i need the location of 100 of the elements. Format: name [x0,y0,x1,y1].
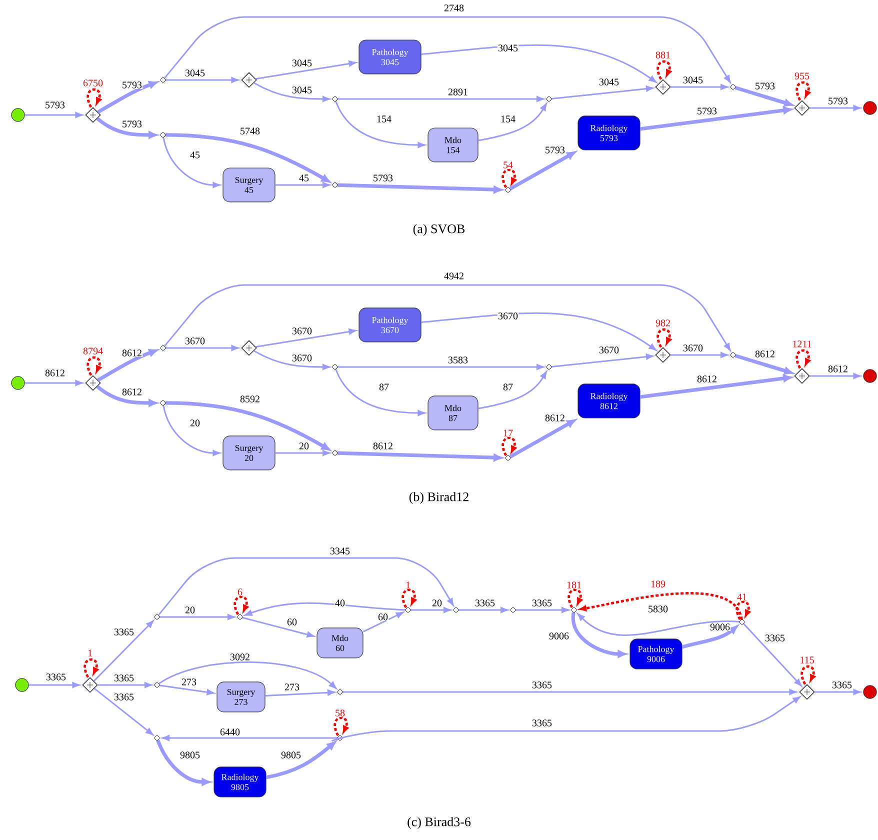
edge-label: 1 [404,581,412,589]
edge-label: 60 [286,618,298,626]
edge-label: 1 [86,649,94,657]
edge-label: 20 [431,599,443,607]
start-circle [11,108,25,122]
arrow [244,602,406,616]
arrow [160,614,235,620]
edge-label: 9006 [548,632,570,640]
gateway-diamond [794,100,810,116]
edge-label: 3670 [291,354,313,362]
start-circle [11,376,25,390]
arrow [162,137,220,188]
arrow [162,735,338,741]
caption: (b) Birad12 [409,492,468,504]
gateway-diamond [85,107,101,123]
edge-label: 3092 [229,653,251,661]
edge-label: 41 [736,593,748,601]
edge-label: 8612 [827,365,849,373]
arrow [743,623,802,686]
arrow [458,607,508,613]
arrow [577,613,740,636]
activity-box: Surgery 273 [216,682,266,712]
arrow [166,345,239,351]
edge-label: 3583 [447,356,469,364]
edge-label: 181 [566,581,582,589]
arrow [98,682,152,688]
arrow [165,133,330,182]
edge-label: 5830 [647,605,669,613]
edge-label: 9006 [709,623,731,631]
caption: (c) Birad3-6 [408,817,471,829]
edge-label: 3045 [291,59,313,67]
arrow [164,284,731,351]
edge-label: 3670 [682,344,704,352]
edge-label: 6440 [219,728,241,736]
arrow [335,101,426,148]
edge-label: 45 [189,151,201,159]
arrow [24,112,83,118]
arrow [256,328,356,348]
gateway-diamond [799,684,815,700]
edge-label: 8612 [544,414,566,422]
arrow [96,117,157,139]
end-circle [863,101,877,115]
edge-label: 5793 [44,101,66,109]
arrow [166,77,239,83]
arrow [334,716,348,736]
arrow [342,689,797,695]
arrow [580,592,743,620]
edge-label: 8612 [696,375,718,383]
edge-label: 9805 [280,751,302,759]
edge-label: 87 [378,383,390,391]
edge-label: 881 [654,51,672,59]
edge-label: 5793 [696,107,718,115]
arrow [509,420,576,458]
edge-label: 8612 [121,388,143,396]
arrow [568,588,582,608]
arrow [502,436,516,456]
arrow [502,168,516,188]
arrow [551,354,654,368]
arrow [28,682,80,688]
caption: (a) SVOB [413,224,465,236]
arrow [254,350,330,370]
arrow [158,661,336,689]
edge-label: 3670 [184,337,206,345]
edge-label: 5793 [121,81,143,89]
arrow [796,349,810,369]
arrow [97,81,158,114]
arrow [410,607,451,613]
arrow [159,684,214,696]
edge-label: 3670 [598,346,620,354]
edge-label: 3365 [113,693,135,701]
arrow [362,612,404,632]
gateway-diamond [655,347,671,363]
arrow [551,86,654,100]
arrow [478,371,547,410]
edge-label: 5793 [121,120,143,128]
arrow [736,600,750,620]
edge-label: 3045 [682,76,704,84]
arrow [509,152,576,190]
activity-box: Pathology 3045 [358,40,422,74]
arrow [810,373,861,379]
arrow [275,450,330,456]
edge-label: 8612 [121,349,143,357]
edge-label: 60 [377,613,389,621]
start-circle [15,678,29,692]
arrow [165,401,330,450]
edge-label: 3365 [531,599,553,607]
arrow [265,690,335,696]
arrow [86,88,102,108]
edge-label: 3045 [497,44,519,52]
edge-label: 20 [189,419,201,427]
arrow [266,742,336,780]
activity-box: Radiology 9805 [214,766,266,798]
activity-box: Mdo 60 [316,628,364,658]
edge-label: 3365 [831,681,853,689]
arrow [162,405,220,456]
edge-label: 54 [502,161,514,169]
activity-box: Surgery 45 [222,168,276,202]
edge-label: 8612 [44,369,66,377]
edge-label: 5793 [544,146,566,154]
edge-label: 3670 [291,327,313,335]
